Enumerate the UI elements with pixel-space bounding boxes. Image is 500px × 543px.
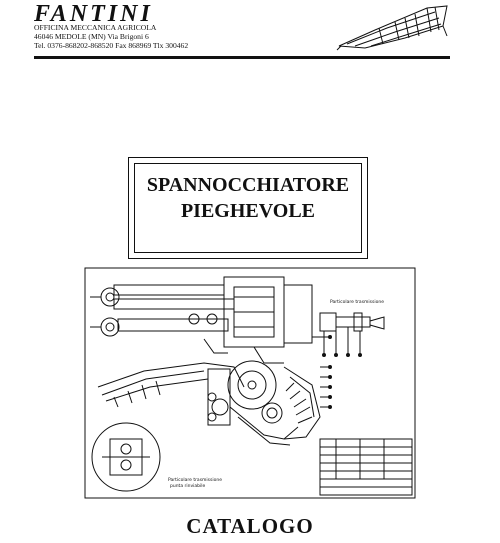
transmission-detail [319,312,385,355]
catalog-title: CATALOGO [186,514,314,538]
title-block [319,438,413,496]
callout-markers [312,336,328,408]
lower-snout [97,362,321,446]
company-subtitle: OFFICINA MECCANICA AGRICOLA [34,23,157,32]
company-name: FANTINI [34,1,153,27]
company-contacts: Tel. 0376-868202-868520 Fax 868969 Tlx 3… [34,41,189,50]
detail-label-bottom-1: Particolare trasmissione [168,477,222,483]
detail-circle [91,422,161,492]
company-address: 46046 MEDOLE (MN) Via Brigoni 6 [34,32,149,41]
title-line-1: SPANNOCCHIATORE [146,174,350,196]
detail-label-top: Particolare trasmissione [330,299,384,305]
central-drum [211,360,283,424]
drawing-border [84,267,416,499]
corn-header-logo-icon [336,5,448,51]
technical-drawing: Particolare trasmissione Particolare tra… [84,267,416,499]
title-line-2: PIEGHEVOLE [180,200,316,222]
detail-label-bottom-2: punta rinviabile [170,483,205,489]
title-frame: SPANNOCCHIATORE PIEGHEVOLE [128,157,368,259]
header-divider [34,56,450,59]
upper-arm-assembly [90,276,313,364]
letterhead: FANTINI OFFICINA MECCANICA AGRICOLA 4604… [0,0,500,62]
title-frame-inner [134,163,362,253]
